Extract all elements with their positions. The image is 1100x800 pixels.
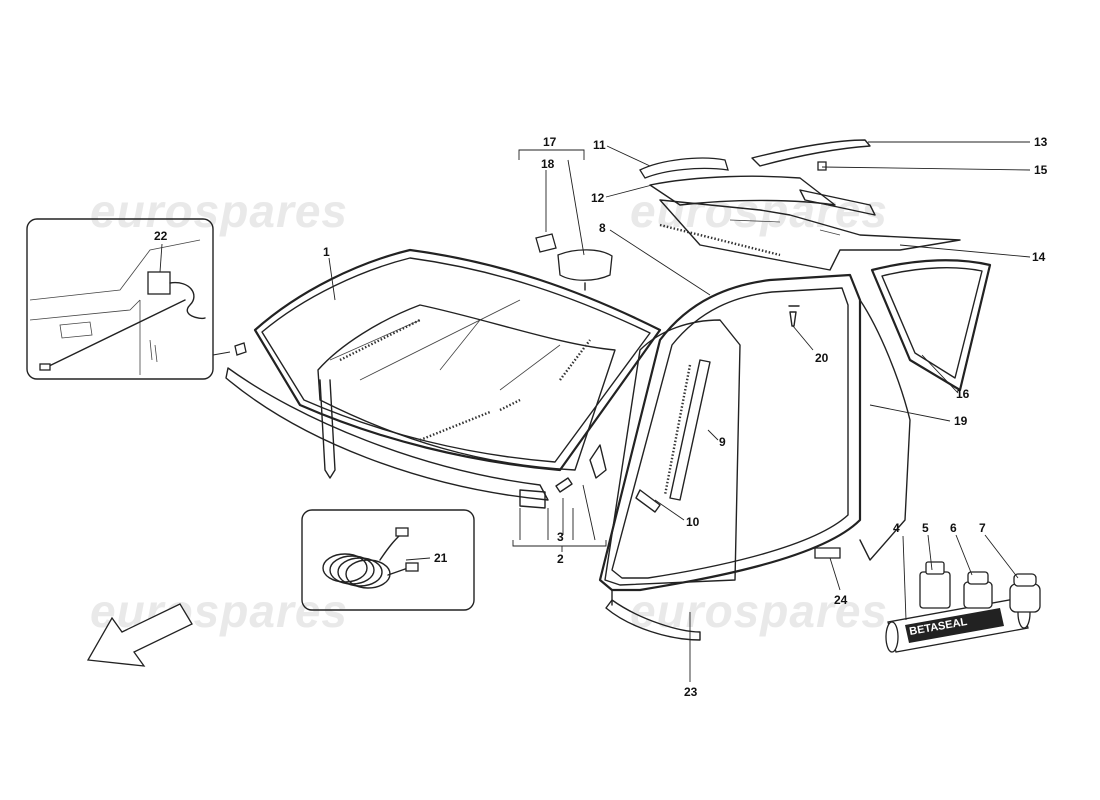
inset-detail-22 — [26, 218, 214, 380]
fastener-20 — [789, 311, 797, 327]
windscreen-side-moulding — [319, 379, 336, 479]
seal-end-24 — [814, 547, 841, 559]
mirror-pad-18 — [535, 233, 557, 253]
callout-2: 2 — [557, 552, 564, 566]
callout-21: 21 — [434, 551, 448, 565]
seal-strip-a — [339, 318, 421, 362]
callout-6: 6 — [950, 521, 957, 535]
callout-8: 8 — [599, 221, 606, 235]
callout-20: 20 — [815, 351, 829, 365]
windscreen-inner-seal — [317, 304, 616, 471]
rear-glass-12 — [649, 175, 836, 206]
callout-4: 4 — [893, 521, 900, 535]
sill-seal-23 — [605, 599, 701, 641]
sealant-tube-4: BETASEAL — [885, 597, 1031, 653]
rear-glass-14 — [659, 199, 961, 271]
callout-10: 10 — [686, 515, 700, 529]
watermark-top-right: eurospares — [630, 185, 888, 237]
watermarks: eurospares eurospares eurospares eurospa… — [90, 185, 888, 637]
callout-13: 13 — [1034, 135, 1048, 149]
callout-15: 15 — [1034, 163, 1048, 177]
strip-15 — [799, 189, 876, 216]
callout-7: 7 — [979, 521, 986, 535]
watermark-top-left: eurospares — [90, 185, 348, 237]
rear-window-assembly — [639, 139, 961, 271]
callout-3: 3 — [557, 530, 564, 544]
lower-clip-b — [555, 477, 573, 493]
rear-quarter-glass-16 — [870, 259, 992, 392]
callout-5: 5 — [922, 521, 929, 535]
callout-11: 11 — [593, 138, 606, 152]
corner-moulding-2 — [589, 444, 607, 479]
seal-strip-c — [499, 339, 591, 412]
callouts: 1 2 3 4 5 6 7 8 9 10 11 12 13 14 15 16 1… — [154, 135, 1048, 699]
rear-view-mirror-17 — [557, 249, 613, 281]
callout-16: 16 — [956, 387, 970, 401]
bottle-5 — [919, 561, 951, 609]
callout-12: 12 — [591, 191, 605, 205]
rear-frame-seal-19 — [859, 299, 911, 561]
windscreen-glass — [253, 248, 662, 472]
callout-1: 1 — [323, 245, 330, 259]
callout-22: 22 — [154, 229, 168, 243]
callout-9: 9 — [719, 435, 726, 449]
sensor-clip — [234, 342, 247, 356]
rear-quarter-glass-inner — [881, 267, 983, 379]
inset-detail-21 — [301, 509, 475, 611]
trim-13 — [751, 139, 871, 167]
leader-lines — [159, 141, 1031, 682]
callout-19: 19 — [954, 414, 968, 428]
watermark-bottom-right: eurospares — [630, 585, 888, 637]
callout-17: 17 — [543, 135, 557, 149]
lower-clip-a — [519, 489, 546, 509]
bottle-6 — [963, 571, 993, 609]
seal-strip-b — [419, 410, 491, 442]
inset-22-pointer — [212, 351, 231, 356]
callout-14: 14 — [1032, 250, 1046, 264]
bottle-7 — [1009, 573, 1041, 613]
trim-11 — [639, 157, 729, 179]
arrow-down-left-icon — [86, 603, 193, 667]
windscreen-lower-trim — [225, 367, 549, 501]
clip-15 — [817, 161, 827, 171]
door-frame-seal — [598, 273, 862, 592]
callout-23: 23 — [684, 685, 698, 699]
callout-24: 24 — [834, 593, 848, 607]
callout-18: 18 — [541, 157, 555, 171]
